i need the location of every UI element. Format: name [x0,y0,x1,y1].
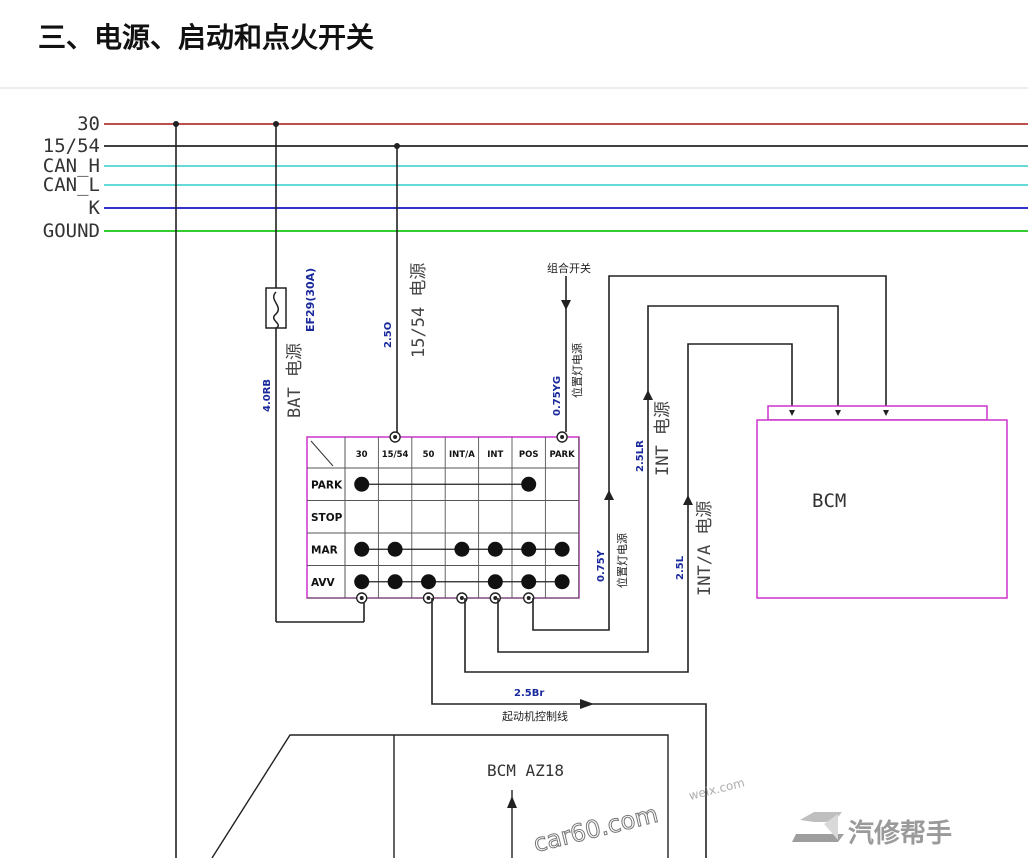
bcm-pins [789,410,889,416]
bcm-label: BCM [812,490,846,512]
switch-contact-dot [421,574,436,590]
start-gauge-label: 2.5Br [514,688,544,699]
bcm-module: BCM [756,405,1008,599]
bcm-pin [789,410,795,416]
main-wires [175,124,567,858]
fuse-label: EF29(30A) [304,268,317,332]
table-row-label: AVV [311,577,336,589]
switch-contact-dot [554,541,570,557]
park-name-label: 位置灯电源 [570,343,584,398]
arrow-down-icon [561,300,571,310]
bcm-pin [835,410,841,416]
junction-dot [173,121,179,127]
terminal-pin-core [526,596,531,600]
combo-switch-label: 组合开关 [547,261,591,275]
terminal-pin-core [359,596,364,600]
switch-contact-dot [487,574,503,590]
terminal-pin-core [393,435,398,439]
inta-gauge-label: 2.5L [675,555,686,580]
table-column-header: INT [487,450,503,460]
page-title: 三、电源、启动和点火开关 [38,21,375,54]
bcm-pin [883,410,889,416]
bus-label: K [89,197,101,219]
switch-contact-dot [354,574,370,590]
table-row-label: STOP [311,512,343,524]
switch-table-diagonal [310,440,334,467]
table-row-label: PARK [311,479,343,491]
watermark: weix.com car60.com 汽修帮手 [530,776,952,858]
switch-contact-dot [387,541,403,557]
park-gauge-label: 0.75YG [552,376,563,416]
switch-contact-dot [521,541,537,557]
junction-dot [394,143,400,149]
arrow-up-icon [683,495,693,505]
pos-name-label: 位置灯电源 [615,533,629,588]
switch-contact-dot [554,574,570,590]
wire-pos-out [532,275,887,631]
watermark-site: car60.com [531,800,661,858]
ignition-switch-table: 30 15/54 50 INT/A INT POS PARK PARK STOP MAR AVV [306,431,580,604]
table-column-header: 15/54 [382,450,409,460]
switch-table-frame [306,436,580,599]
bus-label: CAN_H [43,155,100,177]
arrow-up-icon [507,796,517,808]
terminal-pin-core [493,596,498,600]
switch-contact-dot [521,574,537,590]
table-column-header: 30 [356,450,368,460]
switch-contact-dot [387,574,403,590]
terminal-pin-core [560,435,565,439]
terminal-pin-core [459,596,464,600]
bcm-body [756,419,1008,599]
watermark-brand: 汽修帮手 [848,818,952,849]
bus-label: CAN_L [43,174,100,196]
switch-contact-dot [454,541,470,557]
bcm-az18-label: BCM AZ18 [487,761,564,780]
table-column-header: INT/A [449,450,475,460]
switch-contact-dot [521,476,537,492]
junction-dots [173,121,400,149]
junction-dot [273,121,279,127]
switch-contact-dot [354,476,370,492]
bus-label: 15/54 [43,135,100,157]
w1554-name-label: 15/54 电源 [409,263,429,358]
arrow-right-icon [580,699,594,709]
w1554-gauge-label: 2.5O [383,322,394,348]
arrow-up-icon [643,390,653,400]
switch-contact-dot [354,541,370,557]
int-name-label: INT 电源 [653,401,673,476]
watermark-url: weix.com [687,776,746,803]
brand-logo-icon [792,812,844,842]
wire-inta-out [464,343,793,673]
bat-name-label: BAT 电源 [285,343,305,418]
inta-name-label: INT/A 电源 [695,501,715,596]
wire-int-out [497,305,839,653]
wire-arrows [580,390,693,709]
terminal-pin-core [426,596,431,600]
bcm-connector [767,405,988,421]
fuse-symbol [265,287,287,329]
int-gauge-label: 2.5LR [635,440,646,472]
bat-gauge-label: 4.0RB [262,379,273,412]
table-column-header: POS [519,450,539,460]
arrow-up-icon [604,490,614,500]
table-column-header: PARK [550,450,576,460]
bus-label: GOUND [43,220,100,242]
table-column-header: 50 [423,450,435,460]
start-name-label: 起动机控制线 [502,709,568,723]
switch-contact-dot [487,541,503,557]
pos-gauge-label: 0.75Y [596,549,607,582]
table-row-label: MAR [311,544,338,556]
bus-label: 30 [77,113,100,135]
output-wires [431,275,887,858]
wire-start-out [431,598,707,858]
